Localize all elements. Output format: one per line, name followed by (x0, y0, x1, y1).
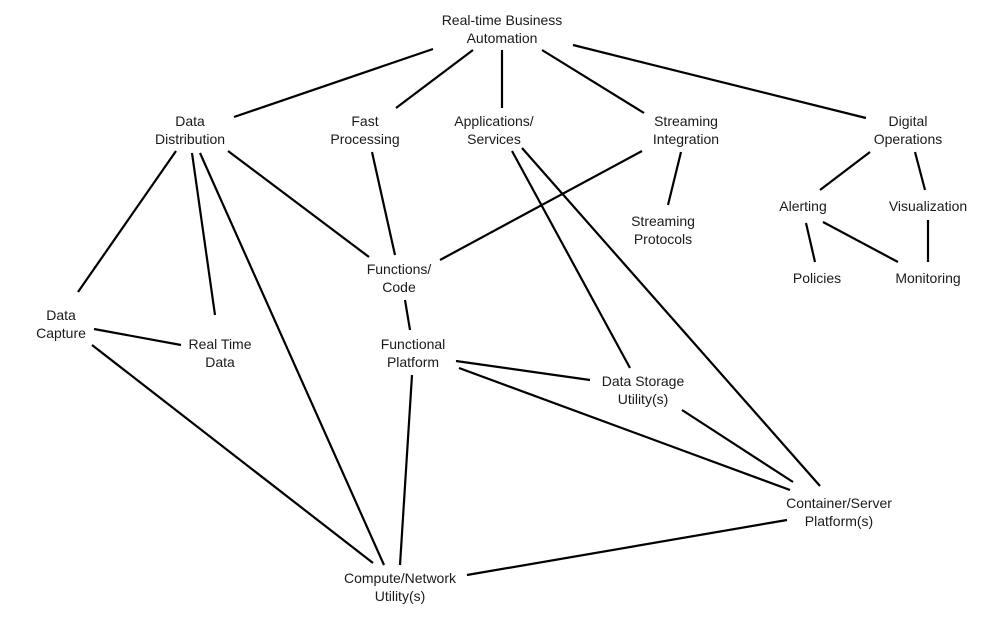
node-streaming-integration-line: Integration (653, 131, 719, 147)
node-rtba-line: Automation (467, 30, 538, 46)
node-data-capture-line: Data (46, 307, 76, 323)
node-data-storage-line: Data Storage (602, 373, 685, 389)
node-streaming-integration-line: Streaming (654, 113, 718, 129)
node-compute-network-line: Utility(s) (375, 588, 426, 604)
edge-functional-platform-to-data-storage (455, 359, 591, 382)
edge-digital-operations-to-alerting (819, 151, 871, 191)
node-monitoring-line: Monitoring (895, 270, 960, 286)
node-real-time-data-line: Real Time (188, 336, 251, 352)
node-data-storage-line: Utility(s) (618, 391, 669, 407)
node-digital-operations-line: Digital (889, 113, 928, 129)
node-compute-network-line: Compute/Network (344, 570, 457, 586)
node-streaming-protocols-line: Streaming (631, 213, 695, 229)
node-fast-processing-line: Fast (351, 113, 378, 129)
edge-data-storage-to-container-server (681, 409, 794, 483)
node-rtba-line: Real-time Business (442, 12, 563, 28)
edge-functional-platform-to-container-server (458, 366, 791, 492)
node-alerting: Alerting (779, 198, 826, 214)
edge-functions-code-to-functional-platform (403, 299, 412, 331)
node-applications-services-line: Applications/ (454, 113, 533, 129)
node-applications-services: Applications/Services (454, 113, 533, 147)
edge-container-server-to-compute-network (466, 518, 788, 577)
edge-data-distribution-to-functions-code (227, 150, 370, 258)
edge-alerting-to-monitoring (822, 221, 899, 263)
node-alerting-line: Alerting (779, 198, 826, 214)
edge-rtba-to-fast-processing (395, 49, 474, 109)
node-data-distribution-line: Distribution (155, 131, 225, 147)
edge-data-distribution-to-real-time-data (190, 152, 217, 316)
edge-data-distribution-to-compute-network (198, 152, 386, 566)
edge-streaming-integration-to-streaming-protocols (666, 151, 683, 206)
node-functional-platform-line: Functional (381, 336, 446, 352)
node-policies: Policies (793, 270, 841, 286)
edge-applications-services-to-container-server (521, 147, 821, 487)
edge-fast-processing-to-functions-code (370, 151, 397, 256)
edge-data-capture-to-real-time-data (93, 327, 182, 347)
edge-data-capture-to-compute-network (91, 344, 374, 564)
node-streaming-protocols-line: Protocols (634, 231, 692, 247)
edge-rtba-to-data-distribution (233, 47, 434, 119)
node-container-server-line: Platform(s) (805, 513, 873, 529)
diagram-edges (77, 43, 930, 577)
edge-applications-services-to-data-storage (511, 150, 631, 369)
edge-rtba-to-streaming-integration (541, 49, 645, 114)
node-monitoring: Monitoring (895, 270, 960, 286)
node-functions-code: Functions/Code (367, 261, 432, 295)
node-functions-code-line: Functions/ (367, 261, 432, 277)
edge-alerting-to-policies (804, 222, 817, 263)
node-functions-code-line: Code (382, 279, 416, 295)
node-functional-platform-line: Platform (387, 354, 439, 370)
edge-functional-platform-to-compute-network (398, 374, 414, 566)
node-real-time-data-line: Data (205, 354, 235, 370)
edge-rtba-to-digital-operations (572, 43, 867, 120)
node-visualization-line: Visualization (889, 198, 967, 214)
node-policies-line: Policies (793, 270, 841, 286)
edge-digital-operations-to-visualization (913, 151, 927, 191)
edge-data-distribution-to-data-capture (77, 150, 177, 293)
node-container-server-line: Container/Server (786, 495, 892, 511)
node-digital-operations-line: Operations (874, 131, 942, 147)
node-data-distribution-line: Data (175, 113, 205, 129)
node-data-capture-line: Capture (36, 325, 86, 341)
node-applications-services-line: Services (467, 131, 521, 147)
node-fast-processing-line: Processing (330, 131, 399, 147)
node-visualization: Visualization (889, 198, 967, 214)
